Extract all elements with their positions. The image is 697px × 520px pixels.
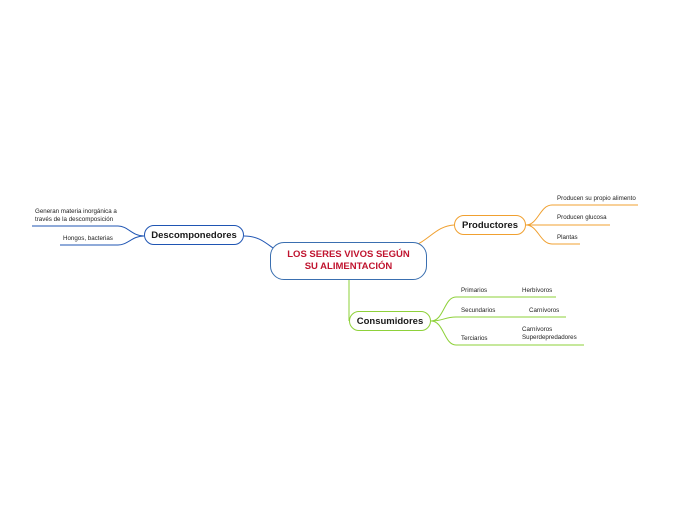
subtopic-plantas[interactable]: Plantas — [557, 234, 578, 242]
subtopic-terciarios-carnivoros-label: Carnívoros — [522, 326, 553, 333]
link-cons-secundarios — [430, 316, 457, 322]
subtopic-carnivoros[interactable]: Carnívoros — [529, 307, 559, 315]
subtopic-herbivoros[interactable]: Herbívoros — [522, 287, 552, 295]
subtopic-carnivoros-superdepredadores[interactable]: Carnívoros Superdepredadores — [522, 326, 577, 342]
subtopic-herbivoros-label: Herbívoros — [522, 287, 553, 294]
topic-descomponedores-label: Descomponedores — [151, 229, 237, 241]
subtopic-secundarios[interactable]: Secundarios — [461, 307, 495, 315]
topic-consumidores-label: Consumidores — [356, 315, 424, 327]
subtopic-glucosa-label: Producen glucosa — [557, 214, 607, 221]
subtopic-primarios[interactable]: Primarios — [461, 287, 487, 295]
link-cons-terciarios — [430, 320, 457, 346]
topic-productores-label: Productores — [462, 219, 518, 231]
subtopic-terciarios[interactable]: Terciarios — [461, 335, 487, 343]
subtopic-secundarios-label: Secundarios — [461, 307, 496, 314]
link-prod-item1 — [525, 204, 553, 226]
subtopic-hongos-bacterias-label: Hongos, bacterias — [63, 235, 113, 242]
subtopic-hongos-bacterias[interactable]: Hongos, bacterias — [63, 235, 113, 243]
link-desc-item1 — [117, 225, 145, 237]
topic-descomponedores[interactable]: Descomponedores — [144, 225, 244, 245]
link-cons-primarios — [430, 296, 457, 322]
subtopic-glucosa[interactable]: Producen glucosa — [557, 214, 607, 222]
link-prod-item3 — [525, 224, 553, 245]
root-topic-line1: LOS SERES VIVOS SEGÚN — [287, 249, 410, 260]
subtopic-plantas-label: Plantas — [557, 234, 578, 241]
subtopic-terciarios-label: Terciarios — [461, 335, 488, 342]
subtopic-materia-inorganica-line2: través de la descomposición — [35, 216, 114, 223]
topic-consumidores[interactable]: Consumidores — [349, 311, 431, 331]
subtopic-materia-inorganica-line1: Generan materia inorgánica a — [35, 208, 117, 215]
subtopic-carnivoros-label: Carnívoros — [529, 307, 560, 314]
root-topic[interactable]: LOS SERES VIVOS SEGÚN SU ALIMENTACIÓN — [270, 242, 427, 280]
subtopic-propio-alimento-label: Producen su propio alimento — [557, 195, 636, 202]
link-desc-item2 — [117, 235, 145, 246]
subtopic-propio-alimento[interactable]: Producen su propio alimento — [557, 195, 636, 203]
subtopic-primarios-label: Primarios — [461, 287, 488, 294]
subtopic-materia-inorganica[interactable]: Generan materia inorgánica a través de l… — [35, 208, 117, 224]
root-topic-line2: SU ALIMENTACIÓN — [304, 261, 393, 272]
topic-productores[interactable]: Productores — [454, 215, 526, 235]
subtopic-superdepredadores-label: Superdepredadores — [522, 334, 577, 341]
